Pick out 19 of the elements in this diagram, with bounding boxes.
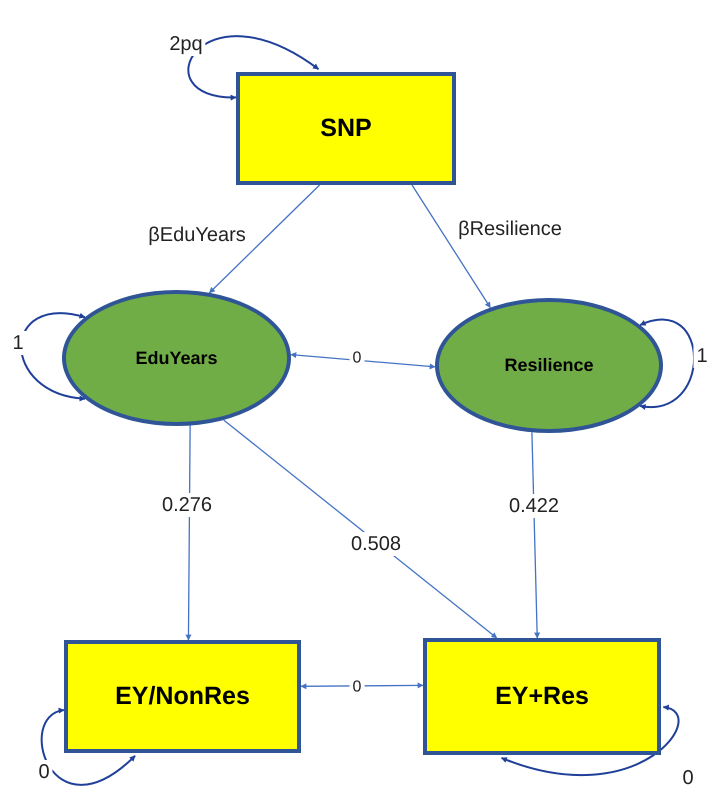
node-label: EY/NonRes [115,682,250,711]
self-loop-arrow [20,312,86,401]
node-label: EduYears [135,348,218,368]
observed-variable-box [423,638,661,755]
self-loop-arrow [500,706,680,776]
node-label: SNP [320,114,372,143]
observed-variable-box [64,640,301,753]
node-label: Resilience [504,355,594,376]
self-loop-arrow [640,318,695,410]
arrow [300,682,424,690]
arrow [411,184,491,308]
node-label: EY+Res [495,682,589,711]
observed-variable-box [236,72,456,185]
arrow [531,432,540,639]
arrow [185,426,192,641]
self-loop-arrow [188,35,320,100]
arrow [290,352,436,370]
self-loop-arrow [40,708,136,786]
arrow [223,419,498,638]
